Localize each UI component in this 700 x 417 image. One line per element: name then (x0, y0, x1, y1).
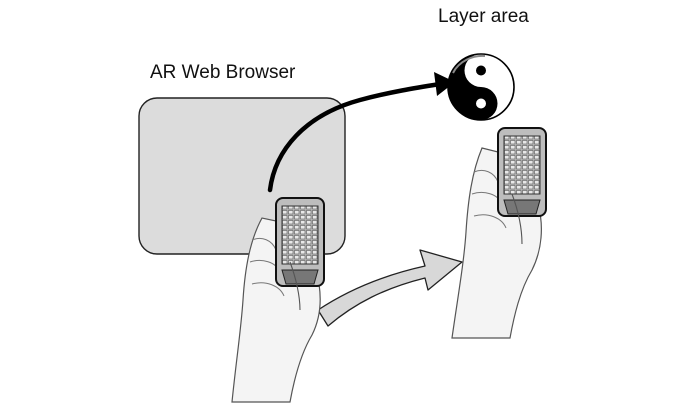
handheld-phone-icon (275, 197, 325, 287)
ar-web-browser-label: AR Web Browser (150, 62, 296, 83)
hand-with-device-left (231, 197, 325, 403)
handheld-phone-icon (497, 127, 547, 217)
layer-area-label: Layer area (438, 6, 529, 27)
yin-yang-icon (447, 53, 515, 121)
hand-with-device-right (451, 127, 547, 339)
curved-move-arrow (317, 249, 463, 327)
curved-arrow-to-layer (267, 72, 455, 193)
